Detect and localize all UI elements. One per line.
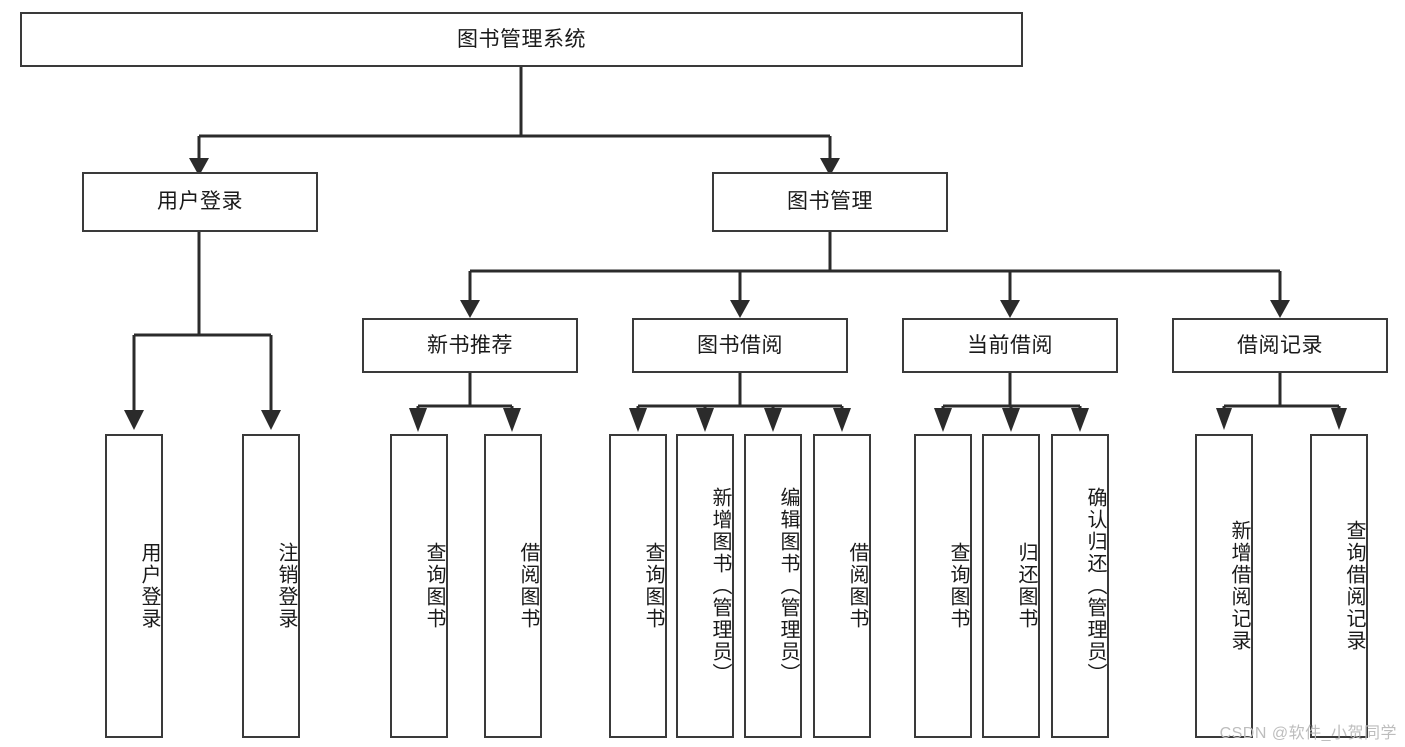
leaf-new-book-query[interactable]: 查询图书 [390,434,448,738]
watermark: CSDN @软件_小贺同学 [1219,725,1397,742]
arrow-bb-leaf4 [833,408,851,432]
leaf-label: 新增图书（管理员） [709,487,731,685]
node-root[interactable]: 图书管理系统 [20,12,1023,67]
arrow-cb-leaf3 [1071,408,1089,432]
node-current-borrow[interactable]: 当前借阅 [902,318,1118,373]
leaf-book-borrow-query[interactable]: 查询图书 [609,434,667,738]
leaf-book-borrow-edit[interactable]: 编辑图书（管理员） [744,434,802,738]
arrow-cb-leaf2 [1002,408,1020,432]
leaf-user-login-logout[interactable]: 注销登录 [242,434,300,738]
node-book-management-label: 图书管理 [787,190,873,214]
leaf-borrow-record-add[interactable]: 新增借阅记录 [1195,434,1253,738]
arrow-nb-leaf2 [503,408,521,432]
node-user-login[interactable]: 用户登录 [82,172,318,232]
leaf-new-book-borrow[interactable]: 借阅图书 [484,434,542,738]
arrow-br-leaf1 [1216,408,1232,430]
arrow-borrow [730,300,750,318]
arrow-bb-leaf3 [764,408,782,432]
node-book-management[interactable]: 图书管理 [712,172,948,232]
arrow-nb-leaf1 [409,408,427,432]
node-user-login-label: 用户登录 [157,190,243,214]
arrow-bookmgmt [820,158,840,176]
node-new-book-recommend-label: 新书推荐 [427,333,513,357]
leaf-label: 归还图书 [1015,542,1037,630]
leaf-borrow-record-query[interactable]: 查询借阅记录 [1310,434,1368,738]
arrow-bb-leaf1 [629,408,647,432]
leaf-label: 查询借阅记录 [1343,520,1365,652]
node-borrow-record[interactable]: 借阅记录 [1172,318,1388,373]
arrow-ul-leaf2 [261,410,281,430]
arrow-newbook [460,300,480,318]
leaf-label: 查询图书 [642,542,664,630]
arrow-cb-leaf1 [934,408,952,432]
leaf-current-borrow-confirm-return[interactable]: 确认归还（管理员） [1051,434,1109,738]
leaf-label: 确认归还（管理员） [1084,487,1106,685]
leaf-label: 查询图书 [947,542,969,630]
arrow-record [1270,300,1290,318]
leaf-label: 用户登录 [138,542,160,630]
arrow-br-leaf2 [1331,408,1347,430]
leaf-label: 注销登录 [275,542,297,630]
node-borrow-record-label: 借阅记录 [1237,333,1323,357]
leaf-current-borrow-query[interactable]: 查询图书 [914,434,972,738]
arrowheads [124,158,1347,432]
node-book-borrow-label: 图书借阅 [697,333,783,357]
leaf-book-borrow-borrow[interactable]: 借阅图书 [813,434,871,738]
node-new-book-recommend[interactable]: 新书推荐 [362,318,578,373]
leaf-label: 借阅图书 [517,542,539,630]
arrow-userlogin [189,158,209,176]
arrow-bb-leaf2 [696,408,714,432]
leaf-label: 查询图书 [423,542,445,630]
arrow-current [1000,300,1020,318]
leaf-user-login-login[interactable]: 用户登录 [105,434,163,738]
leaf-label: 编辑图书（管理员） [777,487,799,685]
node-book-borrow[interactable]: 图书借阅 [632,318,848,373]
leaf-label: 借阅图书 [846,542,868,630]
leaf-current-borrow-return[interactable]: 归还图书 [982,434,1040,738]
arrow-ul-leaf1 [124,410,144,430]
node-root-label: 图书管理系统 [457,27,586,51]
leaf-book-borrow-add[interactable]: 新增图书（管理员） [676,434,734,738]
leaf-label: 新增借阅记录 [1228,520,1250,652]
node-current-borrow-label: 当前借阅 [967,333,1053,357]
